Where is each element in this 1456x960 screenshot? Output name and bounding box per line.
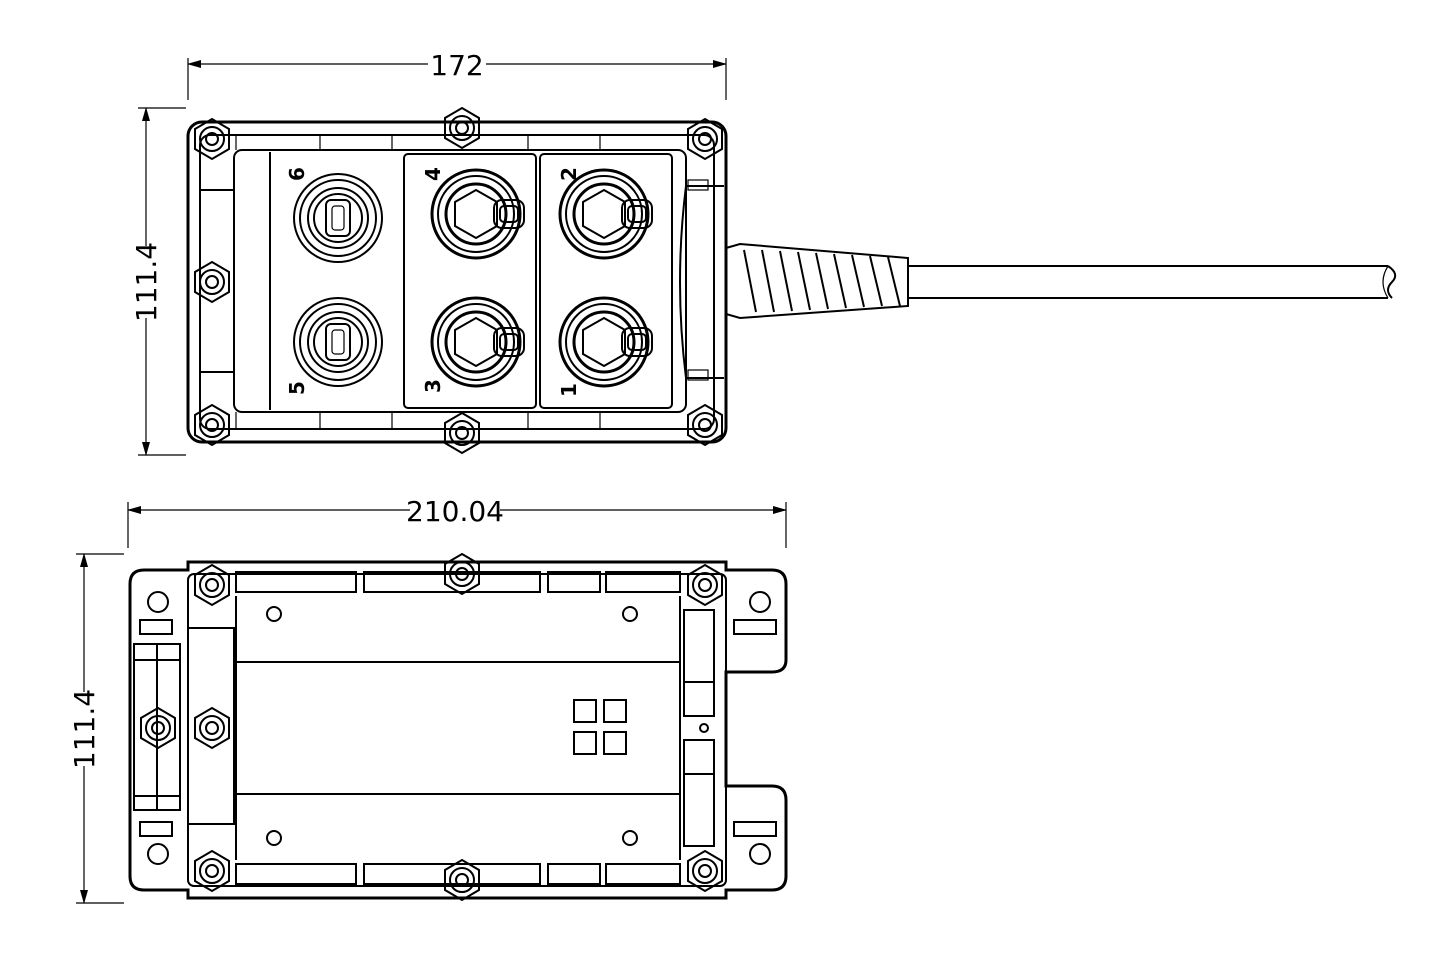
top-screw-bl <box>194 403 230 447</box>
bottom-width-dimension: 210.04 <box>127 495 787 548</box>
pin-hole-3 <box>266 830 282 846</box>
port-label-6: 6 <box>285 167 309 181</box>
top-screw-tl <box>194 117 230 161</box>
mount-hole-bl <box>147 843 169 865</box>
port-label-1: 1 <box>557 383 581 397</box>
top-screw-br <box>687 403 723 447</box>
top-screw-bm <box>444 411 480 455</box>
bottom-screw-tl <box>194 563 230 607</box>
top-housing <box>186 120 728 444</box>
bottom-view: 210.04 111.4 <box>68 495 788 904</box>
bottom-screw-mc <box>194 706 230 750</box>
top-screw-tr <box>687 117 723 161</box>
port-label-5: 5 <box>285 381 309 395</box>
bottom-screw-bl <box>194 849 230 893</box>
bottom-screw-ml <box>140 706 176 750</box>
port-3 <box>430 296 525 388</box>
top-screw-ml <box>194 260 230 304</box>
bottom-screw-bm <box>444 858 480 902</box>
cable <box>908 265 1397 299</box>
bottom-width-label: 210.04 <box>406 495 504 528</box>
bottom-housing <box>128 560 788 900</box>
top-screw-tm <box>444 106 480 150</box>
bottom-screw-tr <box>687 563 723 607</box>
bottom-screw-tm <box>444 552 480 596</box>
port-5 <box>293 297 383 387</box>
port-2 <box>558 168 653 260</box>
pin-hole-4 <box>622 830 638 846</box>
bottom-height-dimension: 111.4 <box>68 553 124 904</box>
port-label-3: 3 <box>421 379 445 393</box>
pin-hole-1 <box>266 606 282 622</box>
mount-hole-tl <box>147 591 169 613</box>
grid-marker <box>573 699 627 755</box>
mount-hole-tr <box>749 591 771 613</box>
top-width-dimension: 172 <box>187 49 727 100</box>
port-6 <box>293 173 383 263</box>
port-label-4: 4 <box>421 167 445 181</box>
top-width-label: 172 <box>430 49 483 82</box>
bottom-height-label: 111.4 <box>68 689 101 769</box>
port-4 <box>430 168 525 260</box>
port-label-2: 2 <box>557 167 581 181</box>
port-1 <box>558 296 653 388</box>
bottom-screw-br <box>687 849 723 893</box>
top-height-label: 111.4 <box>130 242 163 322</box>
pin-hole-2 <box>622 606 638 622</box>
mount-hole-br <box>749 843 771 865</box>
top-height-dimension: 111.4 <box>130 107 186 456</box>
top-view: 172 111.4 <box>130 49 1397 456</box>
cable-gland <box>725 242 909 320</box>
